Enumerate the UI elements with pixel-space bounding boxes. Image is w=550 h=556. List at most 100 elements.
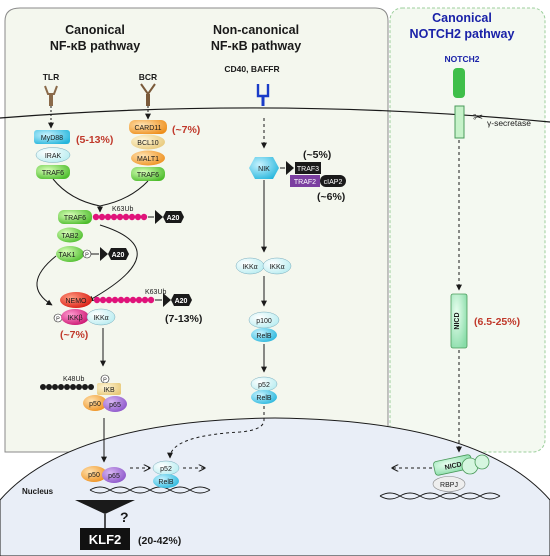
tab2-node: TAB2 [57, 227, 83, 243]
k63ub-chain-2 [93, 296, 155, 304]
a20-inhibitor-3 [155, 293, 171, 307]
svg-text:TAB2: TAB2 [62, 233, 79, 240]
svg-text:NEMO: NEMO [66, 298, 88, 305]
a20-node-1: A20 [163, 211, 184, 223]
notch-header-line1: Canonical [432, 11, 492, 25]
svg-text:TRAF6: TRAF6 [64, 215, 86, 222]
canonical-header-line1: Canonical [65, 23, 125, 37]
k48ub-label: K48Ub [63, 376, 85, 383]
bcr-label: BCR [139, 72, 157, 82]
a20-node-3: A20 [171, 294, 192, 306]
irak-node: IRAK [35, 147, 71, 163]
traf6-to-nemo-arrow [87, 224, 138, 302]
svg-text:TRAF2: TRAF2 [294, 179, 316, 186]
myd88-node: MyD88 [34, 130, 70, 144]
p100-node: p100 [248, 311, 280, 329]
ikka-nc-node-2: IKKα [262, 257, 292, 275]
klf2-percentage: (20-42%) [138, 535, 181, 547]
traf6-bcr-node: TRAF6 [131, 167, 165, 181]
svg-text:A20: A20 [175, 298, 188, 305]
svg-text:MyD88: MyD88 [41, 135, 63, 142]
svg-text:MALT1: MALT1 [137, 156, 159, 163]
p65-nuclear-node: p65 [102, 467, 126, 483]
a20-inhibitor-2 [91, 247, 108, 261]
maml-circles-icon [461, 454, 490, 475]
notch-header-line2: NOTCH2 pathway [410, 27, 515, 41]
svg-text:cIAP2: cIAP2 [324, 179, 343, 186]
svg-text:p50: p50 [89, 401, 101, 408]
svg-text:A20: A20 [167, 215, 180, 222]
dna-helix-right [379, 492, 501, 500]
nucleus [0, 417, 550, 556]
canonical-header-line2: NF-κB pathway [50, 39, 140, 53]
svg-text:TRAF6: TRAF6 [137, 172, 159, 179]
traf2-node: TRAF2 [290, 175, 320, 187]
klf2-node: KLF2 [80, 528, 130, 550]
traf6-main-node: TRAF6 [58, 210, 92, 224]
nicd-percentage: (6.5-25%) [474, 316, 520, 328]
svg-text:BCL10: BCL10 [137, 140, 159, 147]
noncanonical-header-line1: Non-canonical [213, 23, 299, 37]
svg-text:IKKα: IKKα [93, 315, 108, 322]
notch2-label: NOTCH2 [445, 54, 480, 64]
svg-text:TRAF6: TRAF6 [42, 170, 64, 177]
a20-percentage: (7-13%) [165, 313, 202, 325]
svg-text:NICD: NICD [454, 312, 461, 329]
p50-nuclear-node: p50 [81, 466, 107, 482]
tlr-label: TLR [43, 72, 60, 82]
malt1-node: MALT1 [131, 150, 165, 166]
question-mark: ? [120, 509, 129, 525]
p52-relb-nuclear-arrow [167, 406, 265, 459]
svg-text:CARD11: CARD11 [134, 125, 161, 132]
svg-text:IRAK: IRAK [45, 153, 62, 160]
card11-node: CARD11 [129, 120, 167, 134]
svg-text:P: P [56, 317, 60, 323]
svg-text:IKB: IKB [103, 387, 115, 394]
traf6-tlr-node: TRAF6 [36, 165, 70, 179]
tak1-to-ikk-arrow [36, 255, 57, 306]
k48ub-chain [40, 384, 94, 390]
svg-text:p65: p65 [109, 402, 121, 409]
nucleus-label: Nucleus [22, 487, 54, 496]
scissors-icon: ✂ [473, 110, 483, 124]
svg-text:NICD: NICD [444, 461, 462, 471]
cd40-baffr-label: CD40, BAFFR [224, 64, 279, 74]
svg-text:KLF2: KLF2 [89, 532, 122, 547]
svg-text:IKKα: IKKα [269, 264, 284, 271]
nik-node: NIK [249, 157, 279, 179]
bcr-percentage: (~7%) [172, 124, 200, 136]
svg-text:IKKβ: IKKβ [67, 315, 82, 322]
nik-percentage: (~5%) [303, 149, 331, 161]
tlr-percentage: (5-13%) [76, 134, 113, 146]
tlr-merge-line [52, 178, 101, 207]
tak1-node: TAK1 [56, 246, 84, 262]
relb-nuclear-node: RelB [153, 474, 179, 488]
ikk-percentage: (~7%) [60, 329, 88, 341]
a20-node-2: A20 [108, 248, 129, 260]
cell-membrane [0, 107, 550, 123]
svg-text:p50: p50 [88, 472, 100, 479]
k63ub-label-2: K63Ub [145, 289, 167, 296]
bcl10-node: BCL10 [131, 134, 165, 150]
ciap2-node: cIAP2 [320, 175, 346, 187]
svg-text:P: P [103, 378, 107, 384]
p52-cyto-node: p52 [250, 376, 278, 392]
k63ub-label-1: K63Ub [112, 206, 134, 213]
svg-text:RelB: RelB [256, 395, 272, 402]
ikkb-node: IKKβ [61, 309, 89, 325]
p50-cyto-node: p50 [83, 395, 107, 411]
nemo-node: NEMO [60, 292, 92, 308]
nicd-cyto-node: NICD [450, 293, 468, 349]
bcr-receptor-icon [140, 83, 156, 106]
p52-nuclear-node: p52 [152, 460, 180, 476]
p65-cyto-node: p65 [103, 396, 127, 412]
svg-text:p52: p52 [160, 466, 172, 473]
svg-text:p100: p100 [256, 318, 272, 325]
gamma-secretase-label: γ-secretase [487, 118, 531, 128]
transcription-arrowhead-icon [75, 500, 135, 514]
tlr-receptor-icon [44, 85, 58, 106]
ikb-node: IKB [97, 383, 121, 395]
svg-text:TAK1: TAK1 [59, 252, 76, 259]
dna-helix-left [89, 486, 211, 494]
